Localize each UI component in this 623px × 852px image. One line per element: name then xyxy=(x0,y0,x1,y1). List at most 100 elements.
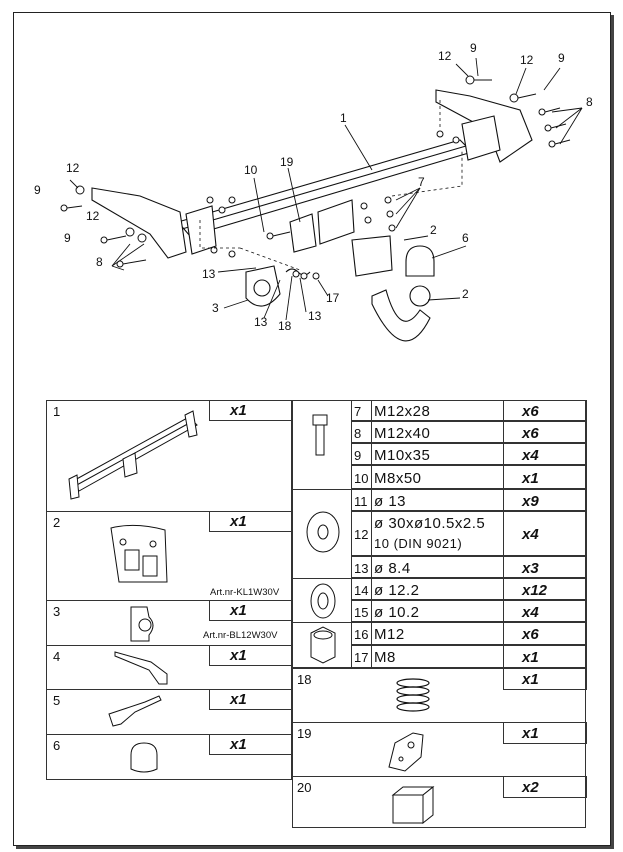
number-cell: 8 xyxy=(351,421,372,443)
part-spec: ø 10.2 xyxy=(374,603,420,621)
qty-label: x1 xyxy=(230,513,247,530)
part-row-4: 4 x1 xyxy=(46,645,293,690)
article-number: Art.nr-KL1W30V xyxy=(210,587,280,598)
qty-cell: x4 xyxy=(503,443,587,465)
qty-cell: x12 xyxy=(503,578,587,600)
part-number: 15 xyxy=(354,604,369,620)
part-number: 17 xyxy=(354,650,369,665)
qty-cell: x1 xyxy=(209,734,293,755)
qty-cell: x4 xyxy=(503,511,587,556)
qty-cell: x6 xyxy=(503,421,587,443)
qty-label: x1 xyxy=(522,671,539,688)
part-row-2: 2 x1 Art.nr-KL1W30V xyxy=(46,511,293,601)
part-row-16: 16 M12 x6 xyxy=(351,622,587,645)
part-spec: ø 30xø10.5x2.5 xyxy=(374,515,486,532)
block-icon xyxy=(391,785,435,825)
number-cell: 13 xyxy=(351,556,372,578)
part-number: 8 xyxy=(354,425,362,441)
qty-cell: x9 xyxy=(503,489,587,511)
qty-label: x1 xyxy=(230,691,247,708)
neck-block-thumbnail xyxy=(110,524,168,583)
part-number: 12 xyxy=(354,527,369,542)
qty-cell: x1 xyxy=(503,645,587,668)
qty-cell: x1 xyxy=(503,465,587,489)
crossbar-edge xyxy=(181,145,467,230)
qty-cell: x1 xyxy=(209,511,293,532)
qty-cell: x6 xyxy=(503,622,587,645)
part-number: 20 xyxy=(297,780,312,795)
qty-label: x4 xyxy=(522,446,539,464)
leader-lines xyxy=(69,57,583,321)
callout-9-right-a: 9 xyxy=(470,41,477,55)
left-mount-plate xyxy=(185,205,217,255)
crossbar-thumbnail xyxy=(68,410,198,500)
bracket-part-19 xyxy=(289,213,317,253)
assembly-lines xyxy=(199,100,463,271)
part-number: 13 xyxy=(354,560,369,576)
left-side-arm xyxy=(91,187,187,259)
part-number: 14 xyxy=(354,582,369,598)
ball-cap-thumbnail xyxy=(130,742,158,773)
exploded-view-diagram: 1 2 2 3 6 7 8 8 9 9 9 9 10 12 12 12 12 1… xyxy=(34,41,593,342)
callout-13-right: 13 xyxy=(308,309,322,323)
qty-label: x3 xyxy=(522,559,539,577)
part-number: 1 xyxy=(53,404,61,419)
part-number: 5 xyxy=(53,693,61,708)
part-row-13: 13 ø 8.4 x3 xyxy=(351,556,587,578)
callout-18: 18 xyxy=(278,319,292,333)
part-number: 10 xyxy=(354,470,369,486)
article-number: Art.nr-BL12W30V xyxy=(203,630,278,641)
socket-plate-thumbnail xyxy=(130,606,154,642)
callout-8-left: 8 xyxy=(96,255,103,269)
part-row-5: 5 x1 xyxy=(46,689,293,735)
number-cell: 11 xyxy=(351,489,372,511)
part-number: 7 xyxy=(354,404,362,419)
qty-cell: x2 xyxy=(503,776,587,798)
part-row-20: 20 x2 xyxy=(292,776,587,828)
callout-6: 6 xyxy=(462,231,469,245)
callout-7: 7 xyxy=(418,175,425,189)
callout-9-right-b: 9 xyxy=(558,51,565,65)
bolt-image-cell xyxy=(292,400,352,490)
number-cell: 14 xyxy=(351,578,372,600)
callout-12-left-upper: 12 xyxy=(66,161,80,175)
fasteners xyxy=(60,75,571,280)
number-cell: 12 xyxy=(351,511,372,556)
part-row-6: 6 x1 xyxy=(46,734,293,780)
part-number: 18 xyxy=(297,672,312,687)
part-number: 4 xyxy=(53,649,61,664)
callout-2-ball: 2 xyxy=(462,287,469,301)
spring-icon xyxy=(396,678,430,712)
bracket-icon xyxy=(388,732,424,772)
number-cell: 16 xyxy=(351,622,372,645)
part-number: 16 xyxy=(354,627,369,642)
number-cell: 17 xyxy=(351,645,372,668)
part-spec: ø 8.4 xyxy=(374,559,411,577)
nut-image-cell xyxy=(292,622,352,668)
qty-cell: x1 xyxy=(209,689,293,710)
part-spec: ø 13 xyxy=(374,492,407,510)
callout-9-left-lower: 9 xyxy=(64,231,71,245)
callout-1: 1 xyxy=(340,111,347,125)
qty-label: x1 xyxy=(230,736,247,753)
qty-cell: x1 xyxy=(209,400,293,421)
side-arm-thumbnail-4 xyxy=(114,651,168,685)
number-cell: 10 xyxy=(351,465,372,489)
number-cell: 15 xyxy=(351,600,372,622)
qty-cell: x1 xyxy=(503,668,587,690)
callout-labels: 1 2 2 3 6 7 8 8 9 9 9 9 10 12 12 12 12 1… xyxy=(34,41,593,333)
socket-hole xyxy=(253,279,271,297)
callout-19: 19 xyxy=(280,155,294,169)
part-number: 11 xyxy=(354,493,368,509)
qty-label: x1 xyxy=(230,402,247,419)
callout-12-right-b: 12 xyxy=(520,53,534,67)
washer-image-cell xyxy=(292,489,352,579)
qty-cell: x1 xyxy=(209,600,293,621)
callout-9-left-upper: 9 xyxy=(34,183,41,197)
qty-cell: x6 xyxy=(503,400,587,421)
part-spec: M12 xyxy=(374,626,405,643)
